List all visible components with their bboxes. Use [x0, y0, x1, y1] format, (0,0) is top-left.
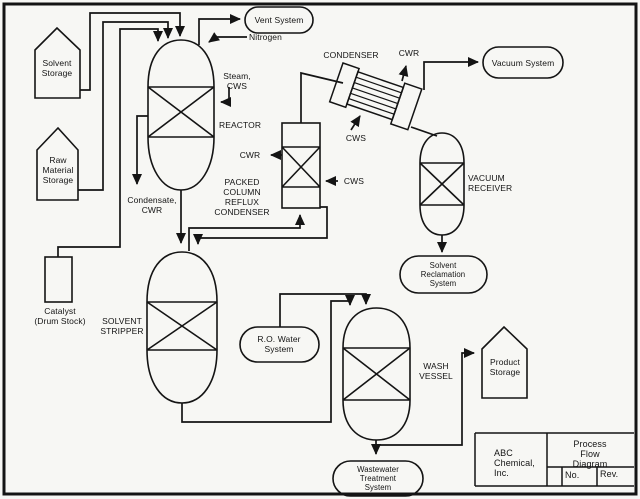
product-storage-shape — [481, 325, 528, 399]
line-to-vacuum-system — [423, 57, 479, 90]
line-ro-to-wash — [279, 293, 371, 327]
line-condensate-cwr — [132, 115, 148, 185]
cws-condenser-label: CWS — [345, 133, 367, 143]
vacuum-system-label: Vacuum System — [491, 58, 555, 68]
product-storage-label: Product Storage — [489, 357, 521, 377]
packed-column-vessel — [281, 122, 321, 209]
wash-vessel-label: WASH VESSEL — [419, 361, 453, 381]
line-catalyst-feed — [57, 28, 163, 257]
cwr-packed-label: CWR — [239, 150, 261, 160]
line-cws-condenser — [350, 115, 361, 131]
condenser-exchanger — [328, 62, 423, 131]
line-steam-cws — [220, 87, 231, 107]
raw-material-storage-shape — [36, 126, 79, 201]
wastewater-label: Wastewater Treatment System — [357, 465, 399, 492]
solvent-reclamation-label: Solvent Reclamation System — [420, 261, 466, 288]
wastewater-oval — [332, 460, 424, 497]
raw-material-storage-label: Raw Material Storage — [42, 155, 74, 185]
catalyst-drum-shape — [44, 256, 73, 303]
solvent-stripper-label: SOLVENT STRIPPER — [100, 316, 144, 336]
line-column-to-condenser — [300, 71, 344, 123]
title-document: Process Flow Diagram — [572, 439, 608, 469]
condensate-cwr-label: Condensate, CWR — [127, 195, 177, 215]
vacuum-system-oval — [482, 46, 564, 79]
line-solvent-feed — [80, 12, 185, 91]
title-no-label: No. — [565, 470, 580, 480]
catalyst-label: Catalyst (Drum Stock) — [34, 306, 86, 326]
line-vent — [198, 14, 241, 45]
title-company: ABC Chemical, Inc. — [494, 448, 535, 478]
title-block-frame — [474, 432, 634, 487]
line-condenser-to-receiver — [410, 126, 438, 137]
ro-water-label: R.O. Water System — [257, 334, 301, 354]
line-nitrogen — [208, 32, 247, 43]
nitrogen-label: Nitrogen — [249, 32, 282, 42]
reactor-label: REACTOR — [219, 120, 262, 130]
line-stripper-to-column — [188, 214, 305, 251]
vent-system-oval — [244, 6, 314, 34]
solvent-stripper-vessel — [146, 251, 218, 404]
title-rev-label: Rev. — [600, 469, 619, 479]
reactor-vessel — [147, 39, 215, 191]
wash-vessel-shape — [342, 307, 411, 441]
packed-column-label: PACKED COLUMN REFLUX CONDENSER — [214, 177, 270, 217]
steam-cws-label: Steam, CWS — [223, 71, 251, 91]
process-lines — [57, 12, 479, 455]
solvent-storage-label: Solvent Storage — [41, 58, 73, 78]
vacuum-receiver-label: VACUUM RECEIVER — [468, 173, 513, 193]
line-stripper-to-wash — [181, 295, 355, 423]
line-column-to-stripper — [193, 206, 328, 245]
line-raw-material-feed — [78, 21, 173, 191]
solvent-reclamation-oval — [399, 255, 488, 294]
vacuum-receiver-vessel — [419, 132, 465, 236]
vent-system-label: Vent System — [254, 15, 304, 25]
line-cwr-condenser — [398, 65, 409, 82]
cws-packed-label: CWS — [343, 176, 365, 186]
condenser-label: CONDENSER — [323, 50, 379, 60]
cwr-condenser-label: CWR — [398, 48, 420, 58]
solvent-storage-shape — [34, 26, 81, 99]
line-wash-to-product — [376, 348, 475, 446]
